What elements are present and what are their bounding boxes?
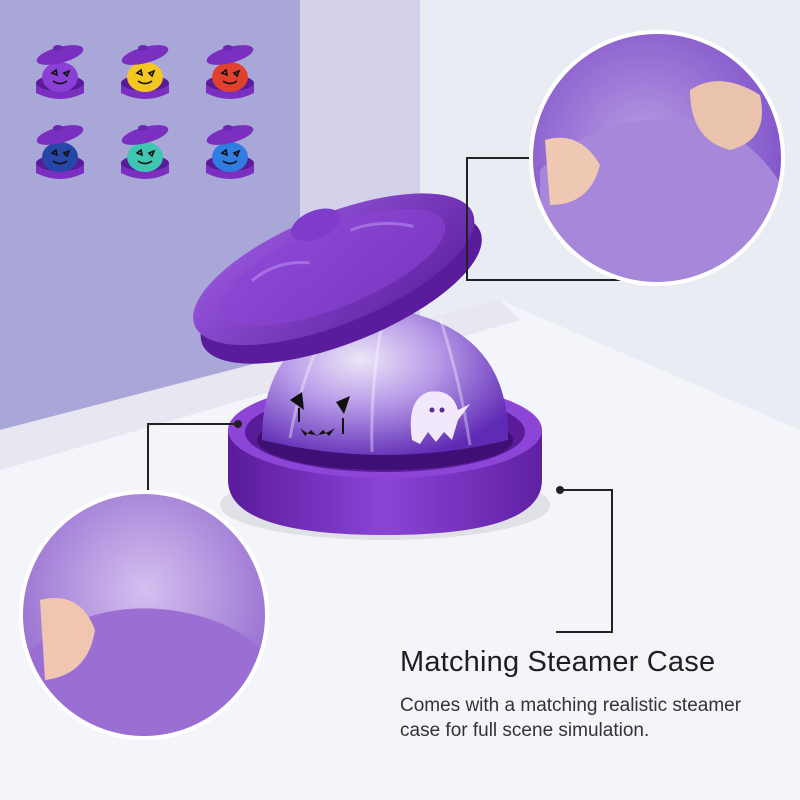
zoom-detail-top [529, 30, 785, 286]
feature-caption: Matching Steamer Case Comes with a match… [400, 646, 790, 743]
zoom-detail-bottom [19, 490, 269, 740]
steamer-case-variant-icon [206, 125, 254, 179]
feature-headline: Matching Steamer Case [400, 646, 716, 678]
feature-description: Comes with a matching realistic steamer … [400, 695, 742, 741]
steamer-case-variant-icon [206, 45, 254, 99]
variant-grid [36, 45, 254, 179]
steamer-case-variant-icon [121, 45, 169, 99]
steamer-case-variant-icon [121, 125, 169, 179]
ghost-icon [410, 391, 470, 444]
steamer-case-variant-icon [36, 45, 84, 99]
steamer-case-variant-icon [36, 125, 84, 179]
steamer-lid [193, 193, 482, 364]
jack-o-lantern-face-icon [290, 392, 350, 436]
